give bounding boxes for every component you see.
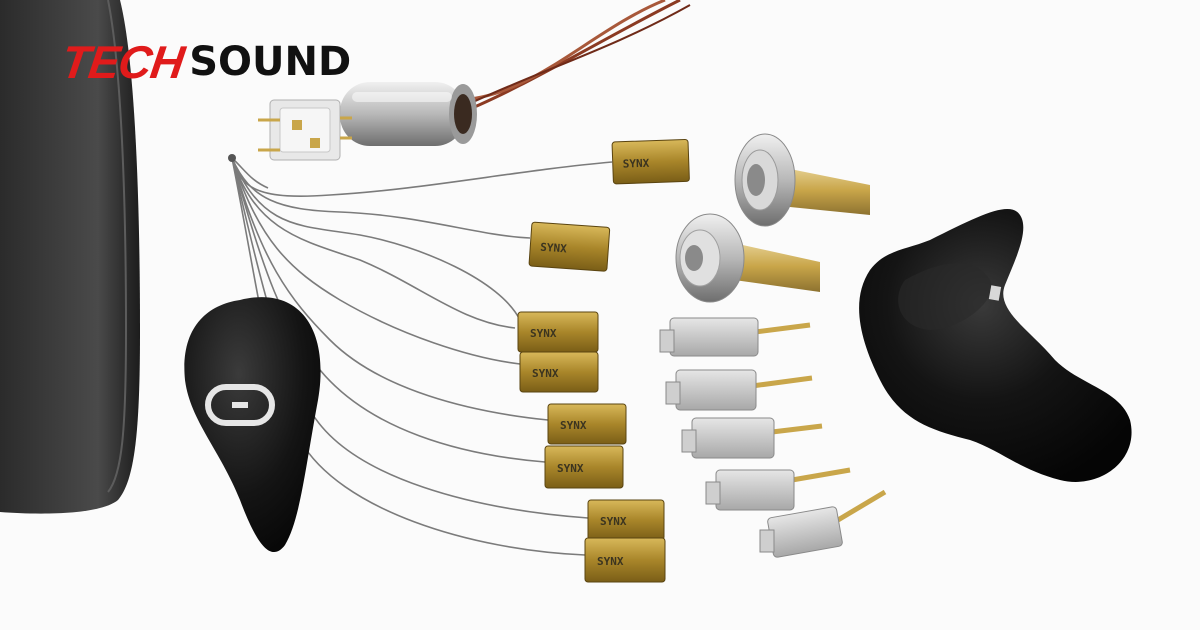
chip-group: SYNX SYNX SYNX SYNX SYNX SYNX — [517, 138, 690, 583]
chip-label: SYNX — [530, 327, 557, 340]
grey-driver-2 — [665, 369, 813, 411]
chip-4: SYNX — [519, 351, 599, 393]
wire-bundle — [231, 157, 613, 556]
logo-part-tech: TECH — [58, 36, 187, 88]
chip-label: SYNX — [600, 515, 627, 528]
wire-junction — [228, 154, 236, 162]
logo-part-sound: SOUND — [189, 39, 352, 85]
grey-driver-4 — [705, 467, 851, 511]
twisted-cable — [454, 0, 691, 117]
chip-1: SYNX — [611, 138, 690, 185]
chip-2: SYNX — [528, 221, 611, 272]
interlocking-rings-emblem — [205, 384, 275, 426]
chip-3: SYNX — [517, 311, 599, 353]
dynamic-driver-2 — [675, 213, 820, 303]
chip-label: SYNX — [557, 462, 584, 475]
earphone-shell — [859, 209, 1132, 482]
grey-driver-5 — [759, 489, 887, 558]
grey-driver-group — [659, 317, 887, 558]
faceplate — [184, 297, 321, 553]
two-pin-connector — [258, 99, 352, 161]
chip-label: SYNX — [597, 555, 624, 568]
chip-6: SYNX — [544, 445, 624, 489]
chip-label: SYNX — [532, 367, 559, 380]
phone-body — [0, 0, 140, 514]
cable-housing-cylinder — [340, 82, 477, 146]
techsound-logo: TECH SOUND — [58, 32, 352, 92]
chip-5: SYNX — [547, 403, 627, 445]
chip-label: SYNX — [560, 419, 587, 432]
chip-7: SYNX — [587, 499, 665, 541]
dynamic-driver-1 — [734, 133, 870, 227]
chip-8: SYNX — [584, 537, 666, 583]
grey-driver-1 — [659, 317, 811, 357]
chip-label: SYNX — [623, 157, 650, 171]
grey-driver-3 — [681, 417, 823, 459]
chip-label: SYNX — [540, 241, 568, 256]
